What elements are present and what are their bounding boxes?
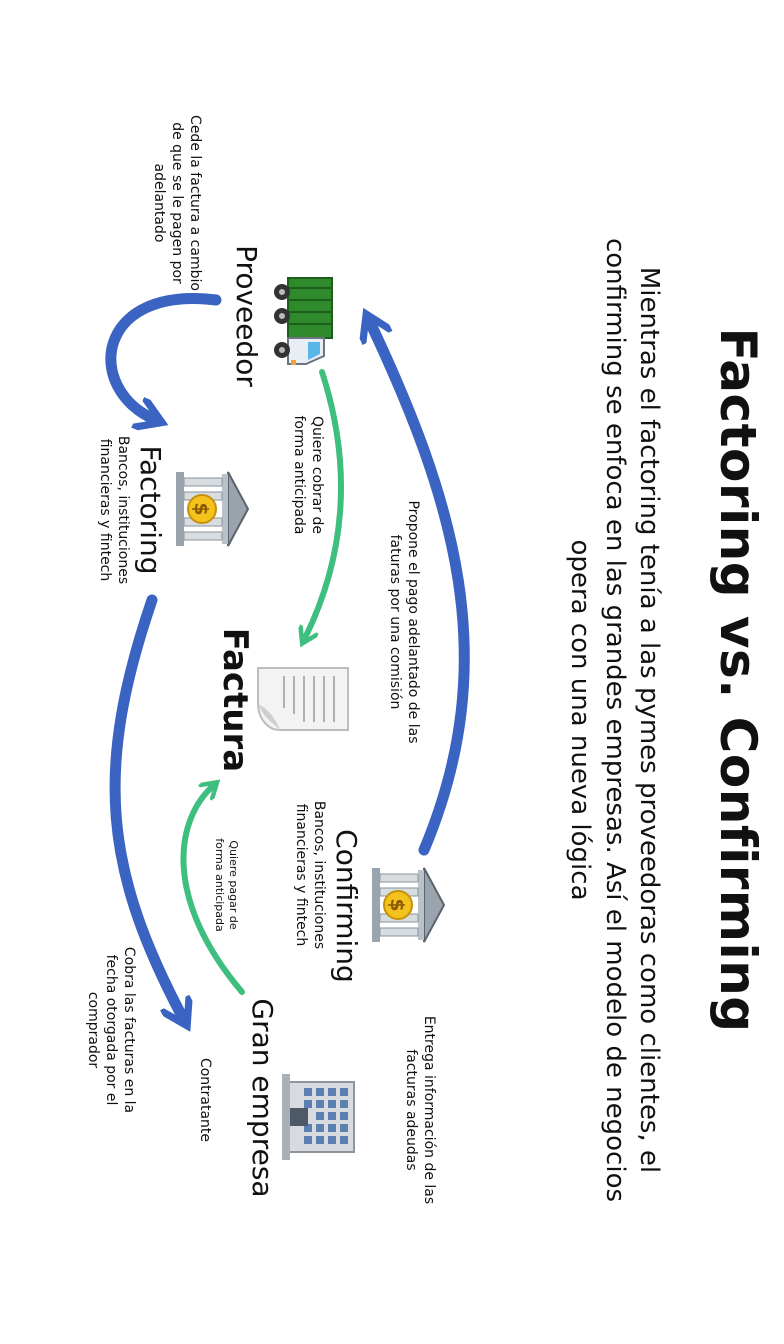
svg-text:$: $ [190, 502, 212, 515]
bank-icon: $ [176, 471, 250, 547]
node-factoring: Factoring [134, 445, 167, 575]
edge-label-propone: Propone el pago adelantado de las fatura… [386, 500, 421, 744]
arrow-gran-empresa-to-factura [180, 785, 245, 995]
edge-label-quiere-pagar: Quiere pagar de forma anticipada [212, 838, 240, 932]
bank-icon: $ [372, 867, 446, 943]
arrow-factoring-to-gran-empresa [109, 594, 184, 1020]
arrow-confirming-to-proveedor [369, 320, 470, 856]
document-icon [257, 667, 349, 731]
node-factoring-desc: Bancos, instituciones financieras y fint… [96, 435, 131, 585]
node-confirming: Confirming [330, 829, 363, 983]
edge-label-quiere-cobrar: Quiere cobrar de forma anticipada [290, 415, 325, 535]
truck-icon [274, 277, 333, 365]
edge-label-entrega: Entrega información de las facturas adeu… [402, 1015, 437, 1205]
office-building-icon [282, 1074, 355, 1160]
node-gran-empresa: Gran empresa [246, 998, 279, 1198]
edge-label-cede: Cede la factura a cambio de que se le pa… [150, 115, 203, 291]
node-confirming-desc: Bancos, instituciones financieras y fint… [292, 800, 327, 950]
node-factura: Factura [215, 627, 255, 773]
svg-text:$: $ [386, 898, 408, 911]
edge-label-cobra: Cobra las facturas en la fecha otorgada … [84, 946, 137, 1114]
node-gran-empresa-desc: Contratante [197, 1057, 213, 1143]
node-proveedor: Proveedor [230, 245, 263, 387]
arrow-proveedor-to-factura [304, 369, 345, 640]
arrow-proveedor-to-factoring [105, 293, 222, 420]
